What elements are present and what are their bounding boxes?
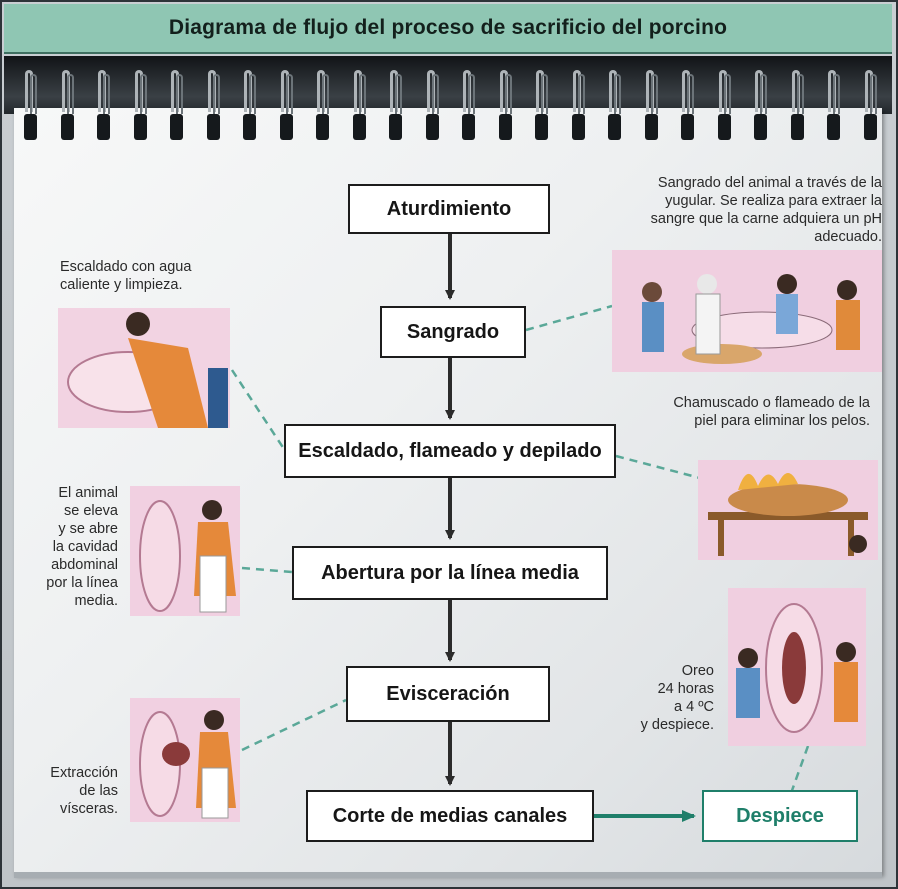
- flaming-illustration: [698, 460, 878, 560]
- spiral-ring: [387, 70, 403, 142]
- leader-abertura: [241, 566, 293, 574]
- leader-sangrado: [525, 304, 613, 332]
- note-line: vísceras.: [59, 801, 118, 817]
- note-sangrado: Sangrado del animal a través de la yugul…: [651, 174, 882, 246]
- note-line: Escaldado con agua: [60, 259, 192, 275]
- spiral-ring: [424, 70, 440, 142]
- spiral-ring: [278, 70, 294, 142]
- leader-chamuscado: [615, 454, 701, 480]
- note-line: yugular. Se realiza para extraer la: [665, 193, 882, 209]
- note-line: la cavidad: [52, 539, 118, 555]
- leader-escaldado: [230, 369, 286, 450]
- page-edge: [14, 872, 882, 878]
- leader-oreo: [788, 745, 810, 797]
- spiral-ring: [132, 70, 148, 142]
- note-escaldado: Escaldado con agua caliente y limpieza.: [60, 258, 191, 294]
- note-line: a 4 ºC: [674, 699, 714, 715]
- spiral-ring: [862, 70, 878, 142]
- note-line: adecuado.: [814, 229, 882, 245]
- spiral-ring: [241, 70, 257, 142]
- spiral-ring: [59, 70, 75, 142]
- note-line: El animal: [58, 485, 118, 501]
- spiral-ring: [789, 70, 805, 142]
- note-line: piel para eliminar los pelos.: [694, 413, 870, 429]
- note-line: caliente y limpieza.: [60, 277, 183, 293]
- note-line: Chamuscado o flameado de la: [673, 395, 870, 411]
- step-evisceracion: Evisceración: [346, 666, 550, 722]
- hanging-carcass-illustration: [728, 588, 866, 746]
- spiral-ring: [825, 70, 841, 142]
- spiral-ring: [679, 70, 695, 142]
- evisceration-illustration: [130, 698, 240, 822]
- note-line: y se abre: [58, 521, 118, 537]
- step-sangrado: Sangrado: [380, 306, 526, 358]
- leader-extraccion: [241, 698, 347, 752]
- spiral-ring: [22, 70, 38, 142]
- spiral-ring: [643, 70, 659, 142]
- diagram-title: Diagrama de flujo del proceso de sacrifi…: [168, 16, 728, 39]
- step-escaldado: Escaldado, flameado y depilado: [284, 424, 616, 478]
- illustration-chamuscado: [698, 460, 878, 560]
- spiral-ring: [752, 70, 768, 142]
- spiral-ring: [716, 70, 732, 142]
- note-line: Sangrado del animal a través de la: [657, 175, 882, 191]
- spiral-ring: [570, 70, 586, 142]
- illustration-oreo: [728, 588, 866, 746]
- illustration-abertura: [130, 486, 240, 616]
- step-despiece: Despiece: [702, 790, 858, 842]
- note-line: Extracción: [50, 765, 118, 781]
- binding-band: [4, 56, 892, 114]
- title-bar: Diagrama de flujo del proceso de sacrifi…: [4, 4, 892, 54]
- note-line: 24 horas: [657, 681, 714, 697]
- note-extraccion: Extracción de las vísceras.: [50, 764, 118, 818]
- step-aturdimiento: Aturdimiento: [348, 184, 550, 234]
- illustration-evisceracion: [130, 698, 240, 822]
- scalding-illustration: [58, 308, 230, 428]
- note-chamuscado: Chamuscado o flameado de la piel para el…: [673, 394, 870, 430]
- spiral-ring: [168, 70, 184, 142]
- spiral-ring: [460, 70, 476, 142]
- note-line: abdominal: [51, 557, 118, 573]
- spiral-ring: [95, 70, 111, 142]
- note-line: media.: [74, 593, 118, 609]
- note-line: y despiece.: [640, 717, 714, 733]
- spiral-ring: [205, 70, 221, 142]
- note-line: por la línea: [46, 575, 118, 591]
- illustration-escaldado: [58, 308, 230, 428]
- step-corte-medias-canales: Corte de medias canales: [306, 790, 594, 842]
- spiral-ring: [497, 70, 513, 142]
- note-line: de las: [79, 783, 118, 799]
- spiral-ring: [314, 70, 330, 142]
- illustration-sangrado: [612, 250, 882, 372]
- note-line: se eleva: [63, 503, 118, 519]
- spiral-ring: [606, 70, 622, 142]
- note-line: Oreo: [681, 663, 714, 679]
- note-line: sangre que la carne adquiera un pH: [650, 211, 882, 227]
- note-abertura: El animal se eleva y se abre la cavidad …: [46, 484, 118, 610]
- opening-illustration: [130, 486, 240, 616]
- note-oreo: Oreo 24 horas a 4 ºC y despiece.: [641, 662, 714, 734]
- spiral-ring: [533, 70, 549, 142]
- people-bleeding-illustration: [612, 250, 882, 372]
- spiral-ring: [351, 70, 367, 142]
- step-abertura: Abertura por la línea media: [292, 546, 608, 600]
